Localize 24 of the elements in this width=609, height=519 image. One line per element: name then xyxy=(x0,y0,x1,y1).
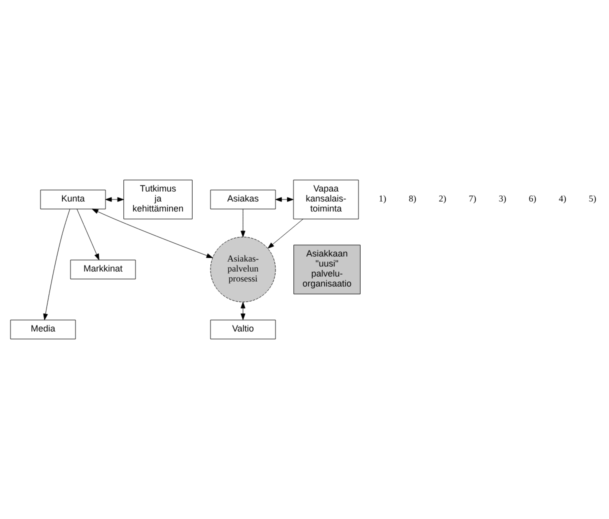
arrow xyxy=(92,208,213,258)
label: 8) xyxy=(408,194,416,204)
arrow xyxy=(240,302,246,320)
label: 6) xyxy=(528,194,536,204)
node-box: Vapaa kansalais- toiminta xyxy=(293,180,359,220)
label: 7) xyxy=(468,194,476,204)
label: 4) xyxy=(558,194,566,204)
arrow xyxy=(105,197,124,202)
label: 1) xyxy=(378,194,386,204)
arrow xyxy=(240,208,246,238)
node-box: Valtio xyxy=(210,320,276,340)
node-box: Media xyxy=(10,320,76,340)
label: 3) xyxy=(498,194,506,204)
arrow xyxy=(76,208,100,260)
label: 2) xyxy=(438,194,446,204)
arrow xyxy=(43,208,70,320)
node-box: Asiakkaan "uusi" palvelu- organisaatio xyxy=(294,244,360,294)
node-box: Asiakas xyxy=(210,190,276,210)
node-box: Kunta xyxy=(40,190,106,210)
arrow xyxy=(275,197,294,202)
arrow xyxy=(268,218,304,249)
node-box: Tutkimus ja kehittäminen xyxy=(124,180,192,220)
label: 5) xyxy=(588,194,596,204)
node-box: Markkinat xyxy=(70,260,136,280)
